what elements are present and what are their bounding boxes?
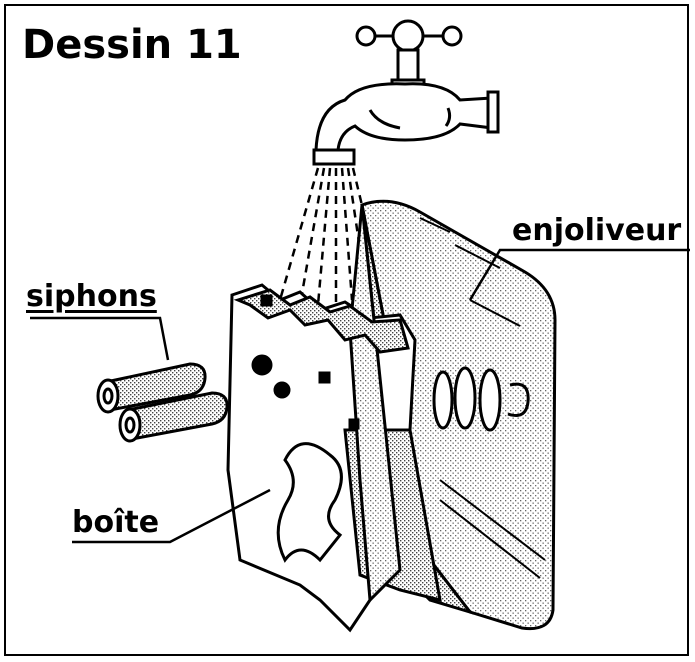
leader-lines — [30, 248, 690, 544]
boite-housing — [226, 204, 442, 633]
faucet-icon — [312, 19, 500, 166]
label-boite: boîte — [72, 505, 160, 540]
diagram-title: Dessin 11 — [22, 22, 242, 68]
label-enjoliveur: enjoliveur — [512, 213, 682, 248]
diagram-frame — [4, 4, 689, 656]
label-siphons: siphons — [26, 279, 157, 314]
siphons-tubes — [96, 362, 229, 443]
